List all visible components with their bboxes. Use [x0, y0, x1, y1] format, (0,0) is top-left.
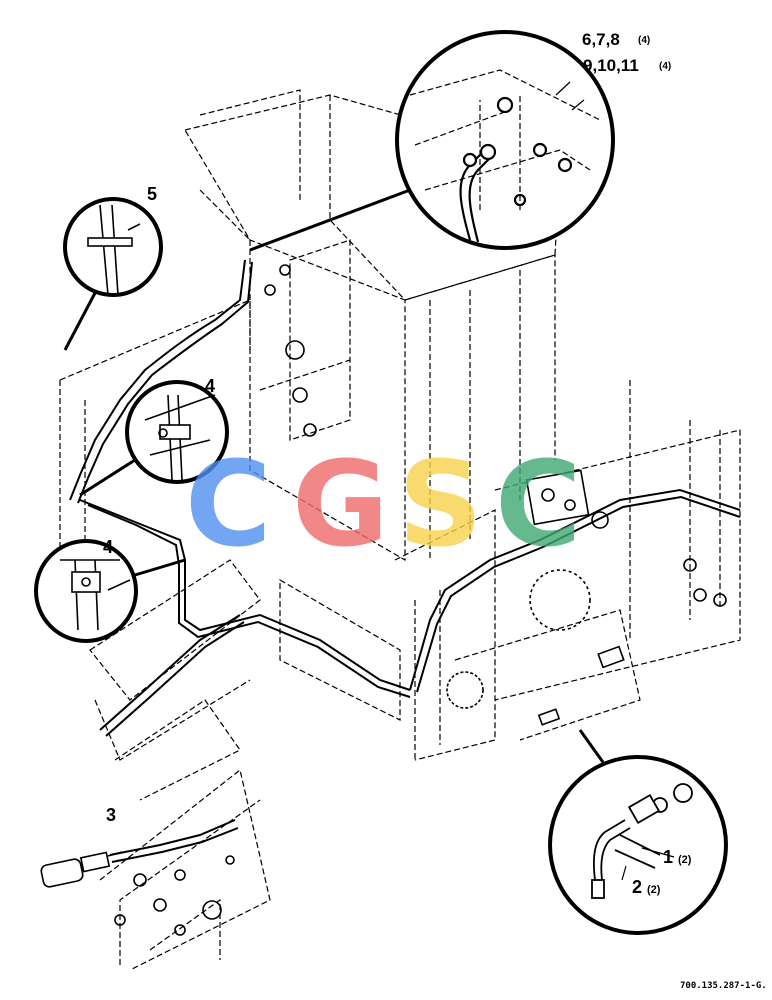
watermark-letter: C: [185, 435, 272, 573]
callout-number: 2: [632, 877, 642, 897]
callout-quantity: (2): [678, 854, 692, 866]
watermark-cgsc: C G S C: [185, 435, 582, 573]
callout-2: 2 (2): [632, 877, 661, 897]
callout-quantity: (2): [647, 884, 661, 896]
callout-number: 6,7,8: [582, 30, 620, 49]
callout-quantity: (4): [659, 61, 671, 72]
watermark-letter: S: [398, 435, 483, 573]
callout-4-lower: 4: [103, 537, 113, 557]
detail-bubble-bulkhead-1-2: [548, 729, 728, 935]
detail-bubble-clamp-4-upper: [79, 380, 229, 497]
watermark-letter: C: [495, 435, 582, 573]
drawing-reference-number: 700.135.287-1-G.: [680, 981, 767, 991]
callout-number: 9,10,11: [583, 56, 639, 75]
callout-1: 1 (2): [663, 847, 692, 867]
main-assembly-drawing: [59, 89, 741, 971]
callout-5: 5: [147, 184, 157, 204]
valve-block: [525, 469, 590, 526]
hoses-and-fittings: [69, 259, 741, 863]
detail-bubble-clamp-5: [63, 197, 163, 351]
watermark-letter: G: [292, 435, 389, 573]
callout-number: 1: [663, 847, 673, 867]
callout-6-7-8: 6,7,8 (4): [582, 30, 650, 49]
callout-quantity: (4): [638, 35, 650, 46]
detail-bubble-clamp-4-lower: [34, 539, 186, 643]
callout-3: 3: [106, 805, 116, 825]
detail-bubble-upper-fittings: [249, 30, 615, 252]
callout-9-10-11: 9,10,11 (4): [583, 56, 671, 75]
coupler-assembly: [40, 645, 625, 888]
callout-4-upper: 4: [205, 376, 215, 396]
